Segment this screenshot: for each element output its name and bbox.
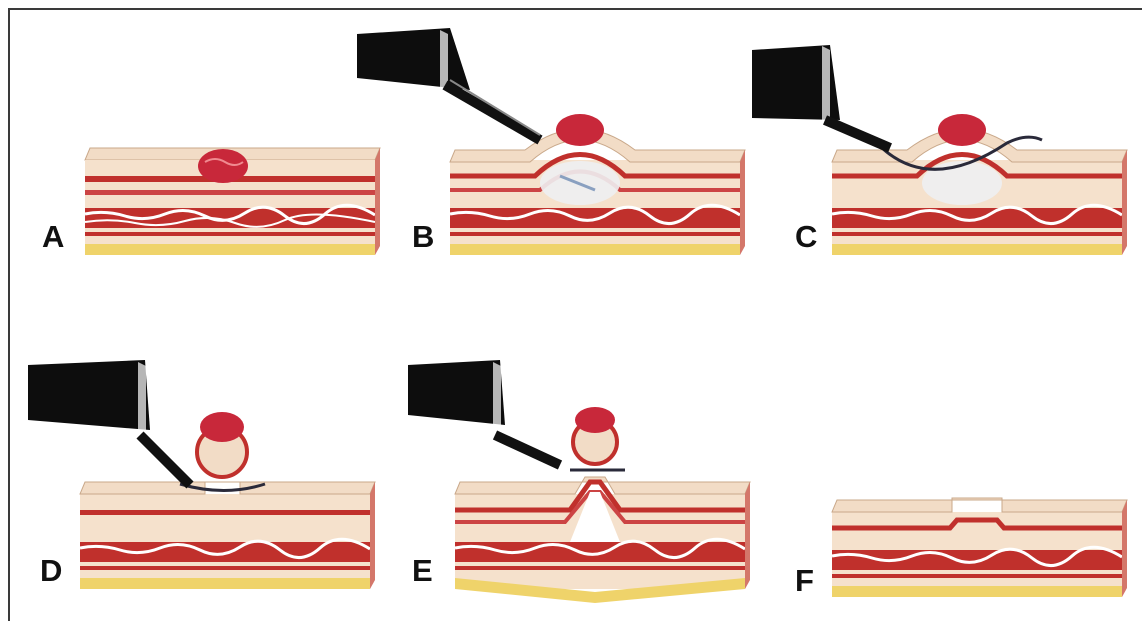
panel-f-label: F [795, 565, 814, 596]
